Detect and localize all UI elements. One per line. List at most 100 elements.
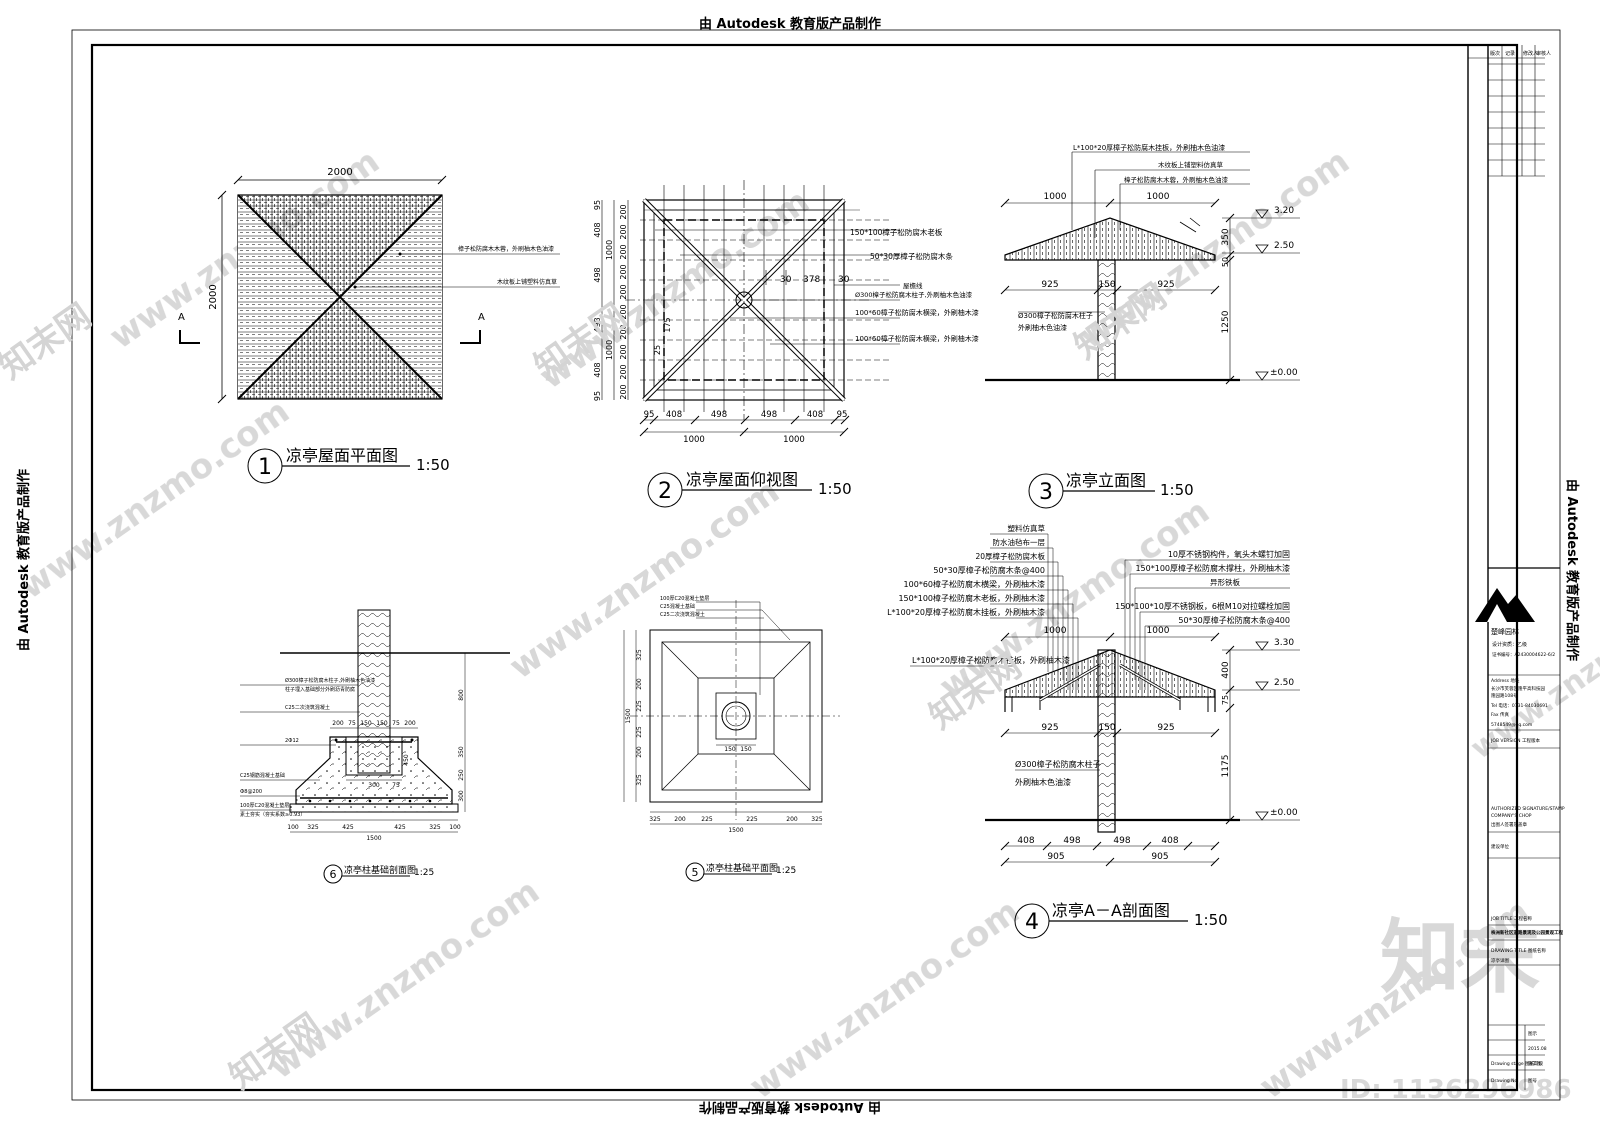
section-label-column: Ø300樟子松防腐木柱子 (1015, 759, 1101, 769)
footing-plan-left-dim: 200 (636, 746, 643, 758)
section-label-hanging: L*100*20厚樟子松防腐木挂板，外刷柚木漆 (912, 655, 1070, 665)
underside-bot2-dim: 1000 (683, 435, 705, 445)
footing-section-top-dim: 200 (332, 720, 344, 727)
watermark-logo: 知末 (1380, 911, 1540, 1004)
section-bot2-dim: 905 (1047, 852, 1064, 862)
footing-plan-bot-dim: 325 (811, 816, 823, 823)
underside-label-1: 150*100樟子松防腐木老板 (850, 227, 943, 237)
section-mark-right: A (478, 312, 485, 323)
section-left-label: 50*30厚樟子松防腐木条@400 (933, 565, 1045, 575)
elevation-level-1: 3.20 (1274, 206, 1294, 216)
title-block (1467, 45, 1560, 1090)
elevation-dim-150: 150 (1098, 280, 1115, 290)
view-scale: 1:50 (1160, 481, 1194, 499)
underside-label-2: 50*30厚樟子松防腐木条 (870, 251, 953, 261)
elevation-label-1: L*100*20厚樟子松防腐木挂板，外刷柚木色油漆 (1073, 143, 1225, 152)
footing-plan-left-dim: 200 (636, 678, 643, 690)
footing-section-label: C25二次浇筑混凝土 (285, 704, 330, 711)
footing-plan-left-dim: 225 (636, 700, 643, 712)
tb-address2: 隆园路108号 (1491, 692, 1518, 699)
tb-company: 楚峰园林 (1491, 627, 1519, 636)
section-right-label: 异形铁板 (1210, 577, 1240, 587)
footing-section-label: 素土夯实（夯实系数≥0.93） (240, 811, 305, 818)
tb-tel: Tel 电话：0731-84030691 (1490, 702, 1548, 709)
elevation-label-2: 木纹板上铺塑料仿真草 (1158, 160, 1224, 169)
roof-plan-label-1: 樟子松防腐木木蓉，外刷柚木色油漆 (458, 245, 554, 253)
footing-column (357, 609, 391, 759)
section-dim-150: 150 (1098, 723, 1115, 733)
tb-cert: 证书编号：A2430004622-6/2 (1492, 651, 1555, 658)
view-section-aa (910, 533, 1300, 867)
watermark-site-cn: 知末网 (0, 296, 99, 387)
underside-bot-dim: 498 (711, 410, 727, 420)
underside-bot-dim: 95 (644, 410, 655, 420)
roof-plan-hatch-left (238, 195, 340, 399)
footing-blinding (289, 803, 459, 813)
underside-dim-30a: 30 (780, 275, 792, 285)
footing-section-top-dim: 150 (376, 720, 388, 727)
section-dim-1175: 1175 (1221, 755, 1231, 778)
tb-stage-label: Drawing stage 图纸阶段 (1491, 1060, 1544, 1067)
roof-plan-width-dim: 2000 (327, 167, 352, 178)
underside-bot2-dim: 1000 (783, 435, 805, 445)
view-scale: 1:50 (416, 456, 450, 474)
tb-address-label: Address 地址 (1491, 677, 1520, 684)
underside-bot-dim: 498 (761, 410, 777, 420)
footing-section-top-dim: 75 (348, 720, 356, 727)
underside-inner-dim: 200 (619, 264, 628, 279)
underside-inner-dim: 200 (619, 224, 628, 239)
elevation-text: L*100*20厚樟子松防腐木挂板，外刷柚木色油漆 木纹板上铺塑料仿真草 樟子松… (1018, 143, 1298, 509)
section-column (1097, 649, 1116, 833)
watermark-site: www.znzmo.com (742, 891, 1027, 1107)
view-title: 凉亭A－A剖面图 (1052, 901, 1170, 920)
footing-section-text: Ø300樟子松防腐木柱子,外刷柚木色油漆 柱子埋入基础部分外刷沥青防腐 C25二… (240, 677, 465, 884)
outer-border (71, 29, 1561, 1101)
elevation-dim-1000b: 1000 (1147, 192, 1170, 202)
tb-auth3: 出图人签署及盖章 (1491, 821, 1527, 828)
edu-stamp-left: 由 Autodesk 教育版产品制作 (16, 469, 32, 651)
footing-section-bot-dim: 325 (429, 824, 441, 831)
section-right-label: 150*100厚樟子松防腐木撑柱，外刷柚木漆 (1135, 563, 1290, 573)
tb-drawing-title: DRAWING TITLE 图纸名称 (1491, 947, 1546, 954)
footing-section-right-dim: 300 (458, 790, 465, 802)
footing-plan-inner-dim: 150 (724, 746, 736, 753)
view-scale: 1:25 (776, 866, 796, 876)
view-footing-plan (623, 600, 840, 825)
footing-plan-bot-dim: 200 (786, 816, 798, 823)
tb-job-title: JOB TITLE 工程名称 (1490, 915, 1532, 922)
tb-project: 株洲新社区道路景观及公园景观工程 (1491, 929, 1563, 936)
view-roof-underside (601, 180, 900, 437)
section-left-label: 20厚樟子松防腐木板 (975, 551, 1045, 561)
footing-plan-total-dim: 1500 (728, 827, 743, 834)
view-number-circle (685, 862, 705, 882)
elevation-label-3: 樟子松防腐木木蓉，外刷柚木色油漆 (1124, 175, 1229, 184)
view-number: 6 (330, 868, 337, 881)
underside-left-dim: 408 (593, 362, 602, 377)
section-dim-925b: 925 (1157, 723, 1174, 733)
footing-section-right-dim: 800 (458, 689, 465, 701)
footing-section-label: 100厚C20混凝土垫层 (240, 802, 289, 809)
edu-stamp-right: 由 Autodesk 教育版产品制作 (1564, 479, 1580, 661)
section-level-2: 2.50 (1274, 678, 1294, 688)
section-dim-1000a: 1000 (1044, 626, 1067, 636)
footing-section-top-dim: 150 (360, 720, 372, 727)
underside-inner-dim: 200 (619, 204, 628, 219)
section-bot-dim: 408 (1161, 836, 1178, 846)
underside-small-dim: 175 (663, 317, 672, 332)
underside-left2-dim: 1000 (605, 240, 614, 260)
roof-plan-label-2: 木纹板上铺塑料仿真草 (497, 278, 557, 286)
section-right-label: 10厚不锈钢构件，氧头木螺钉加固 (1168, 549, 1290, 559)
elevation-dim-925a: 925 (1041, 280, 1058, 290)
footing-section-bot-dim: 425 (394, 824, 406, 831)
view-number: 2 (658, 479, 672, 504)
section-left-label: 150*100樟子松防腐木老板，外刷柚木漆 (898, 593, 1045, 603)
underside-label-5: 100*60樟子松防腐木横梁，外刷柚木漆 (855, 308, 979, 317)
footing-section-right-dim: 250 (458, 769, 465, 781)
tb-no: 图号 (1528, 1078, 1537, 1084)
footing-section-bot-dim: 100 (449, 824, 461, 831)
tb-designer: 设计资质：乙级 (1492, 641, 1527, 648)
footing-plan-label: 100厚C20混凝土垫层 (660, 595, 709, 602)
view-number: 3 (1039, 480, 1053, 505)
edu-stamp-bottom: 由 Autodesk 教育版产品制作 (699, 1099, 881, 1115)
